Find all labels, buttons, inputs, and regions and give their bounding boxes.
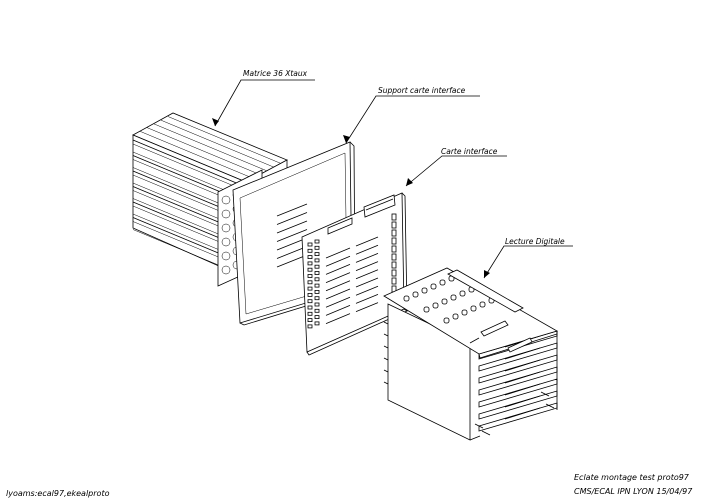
title-block-line1: Eclate montage test proto97: [574, 473, 690, 482]
leader-lines: [212, 79, 573, 279]
digital-readout-crate: [383, 267, 559, 441]
label-interface-support: Support carte interface: [378, 86, 466, 95]
interface-card: [301, 192, 408, 356]
label-digital-readout: Lecture Digitale: [505, 237, 565, 246]
label-interface-card: Carte interface: [441, 147, 498, 156]
label-crystal-matrix: Matrice 36 Xtaux: [243, 69, 308, 78]
file-path: lyoams:ecal97,ekealproto: [6, 489, 110, 498]
title-block-line2: CMS/ECAL IPN LYON 15/04/97: [574, 487, 693, 496]
